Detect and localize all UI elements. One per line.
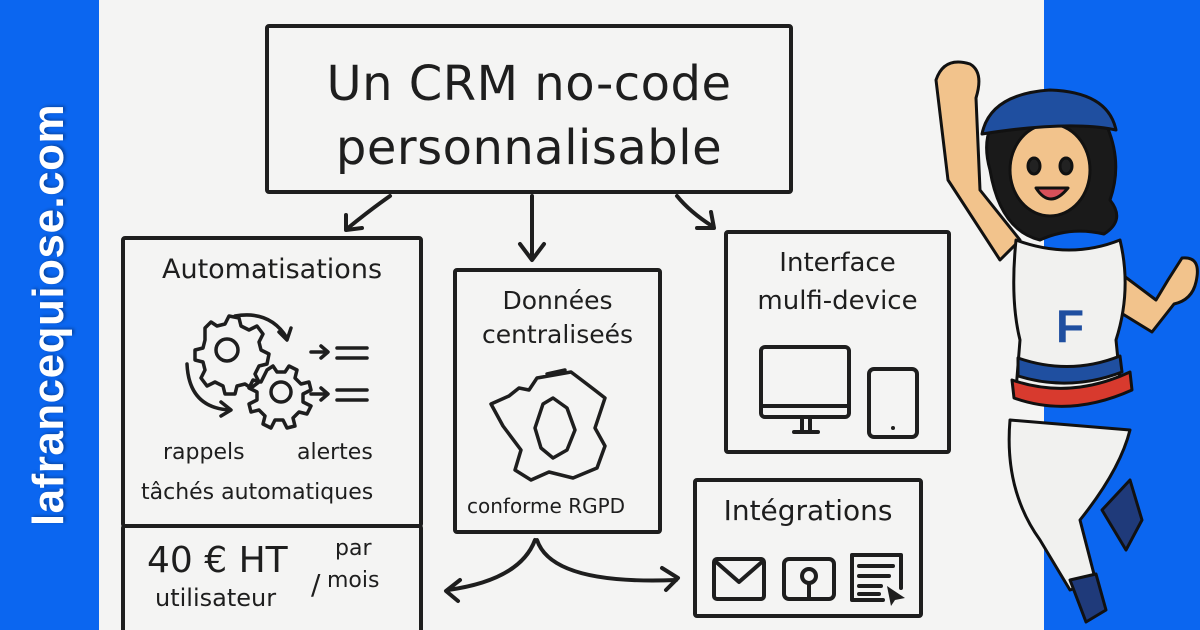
data-box: Données centraliseés conforme RGPD — [453, 268, 662, 534]
gears-icon — [185, 313, 369, 430]
devices-heading-line1: Interface — [779, 248, 896, 278]
france-map-icon — [489, 368, 607, 482]
tablet-icon — [867, 367, 919, 439]
price-separator: / — [311, 568, 321, 601]
data-heading-line1: Données — [502, 286, 613, 315]
price-per-bottom: mois — [327, 568, 380, 593]
webhook-icon — [782, 557, 836, 601]
automations-heading: Automatisations — [161, 254, 383, 285]
data-heading-line2: centraliseés — [481, 320, 634, 349]
title-line-2: personnalisable — [335, 120, 723, 176]
price-amount: 40 € HT — [147, 540, 288, 581]
left-brand-panel: lafrancequiose.com — [0, 0, 99, 630]
price-per-top: par — [335, 536, 372, 561]
data-caption: conforme RGPD — [467, 494, 626, 518]
label-taches: tâchés automatiques — [141, 480, 374, 505]
devices-box: Interface mulfi-device — [724, 230, 951, 454]
mascot-illustration: F — [934, 60, 1199, 624]
title-line-1: Un CRM no-code — [326, 56, 732, 112]
document-icon — [850, 553, 905, 606]
automations-box: Automatisations rappels alertes tâchés a… — [121, 236, 423, 528]
label-alertes: alertes — [297, 440, 373, 465]
price-unit: utilisateur — [155, 584, 277, 612]
devices-heading-line2: mulfi-device — [757, 286, 918, 316]
pricing-box: 40 € HT par / mois utilisateur — [121, 524, 423, 630]
mail-icon — [712, 557, 766, 601]
title-box: Un CRM no-code personnalisable — [265, 24, 793, 194]
integrations-heading: Intégrations — [723, 494, 893, 527]
integrations-box: Intégrations — [693, 478, 923, 618]
desktop-monitor-icon — [759, 345, 851, 434]
mascot-shirt-letter: F — [1056, 300, 1084, 352]
label-rappels: rappels — [163, 440, 245, 465]
